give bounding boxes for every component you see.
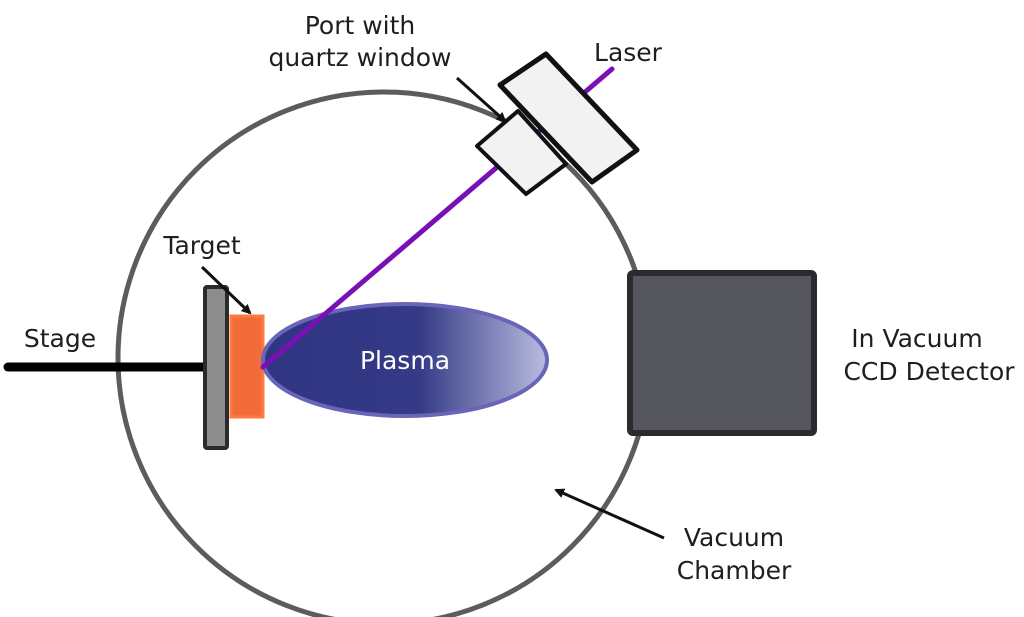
target-pointer-arrow (200, 265, 252, 315)
port-pointer-arrow (455, 76, 507, 123)
ccd-label-line2: CCD Detector (843, 357, 1015, 386)
port-tube (475, 109, 568, 196)
laser-head (497, 51, 640, 185)
ccd-label-line1: In Vacuum (851, 324, 982, 353)
laser-label: Laser (594, 38, 663, 67)
plasma (261, 302, 549, 418)
port-label-line2: quartz window (268, 43, 451, 72)
ccd-detector (627, 270, 817, 436)
chamber-label-line2: Chamber (677, 556, 792, 585)
stage-plate (203, 285, 229, 450)
chamber-pointer-arrow (554, 488, 665, 540)
target-label: Target (162, 231, 241, 260)
stage-label: Stage (24, 324, 96, 353)
target (229, 314, 265, 419)
chamber-label-line1: Vacuum (684, 523, 784, 552)
port-label-line1: Port with (305, 11, 416, 40)
plasma-label: Plasma (360, 346, 450, 375)
